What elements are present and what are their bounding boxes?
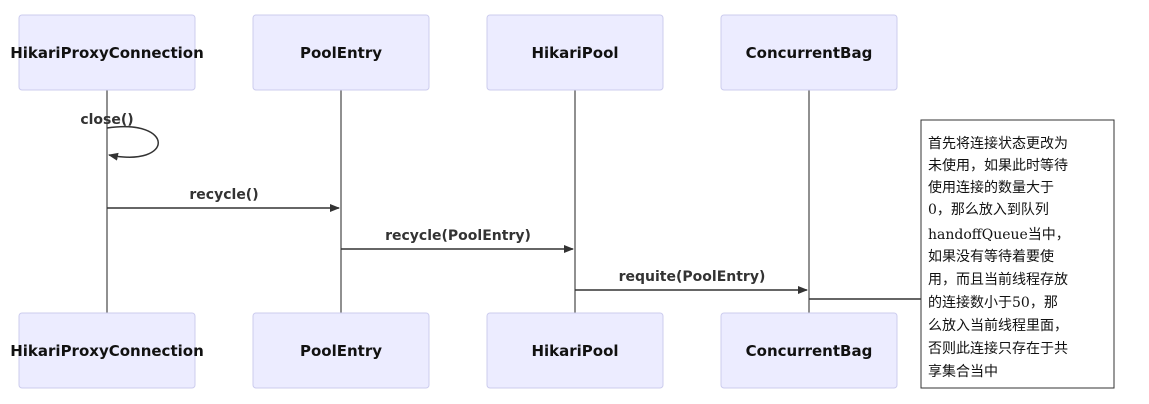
- note-line: 否则此连接只存在于共: [928, 340, 1068, 357]
- note-line: 么放入当前线程里面，: [928, 317, 1068, 334]
- participant-bottom-poolentry: PoolEntry: [252, 312, 430, 389]
- note-line: 使用连接的数量大于: [928, 179, 1054, 196]
- message-label: requite(PoolEntry): [619, 269, 766, 285]
- participant-top-concurrentbag: ConcurrentBag: [720, 14, 898, 91]
- participant-label: ConcurrentBag: [746, 44, 873, 62]
- participant-label: HikariProxyConnection: [10, 342, 204, 360]
- note-box: [920, 119, 1115, 389]
- message-label: recycle(PoolEntry): [385, 228, 531, 244]
- note-line: 用，而且当前线程存放: [928, 271, 1068, 288]
- participant-label: HikariProxyConnection: [10, 44, 204, 62]
- message-close: close(): [80, 112, 159, 161]
- note-line: 享集合当中: [928, 363, 998, 380]
- note-line: 0，那么放入到队列: [928, 202, 1049, 218]
- participant-top-poolentry: PoolEntry: [252, 14, 430, 91]
- note: 首先将连接状态更改为 未使用，如果此时等待 使用连接的数量大于 0，那么放入到队…: [809, 119, 1115, 389]
- participant-label: PoolEntry: [300, 342, 382, 360]
- participant-bottom-hikariproxyconnection: HikariProxyConnection: [10, 312, 204, 389]
- note-line: handoffQueue当中，: [928, 227, 1070, 243]
- participant-top-hikariproxyconnection: HikariProxyConnection: [10, 14, 204, 91]
- messages: close() recycle() recycle(PoolEntry) req…: [80, 112, 808, 294]
- message-recycle: recycle(): [107, 187, 340, 212]
- participants-top: HikariProxyConnection PoolEntry HikariPo…: [10, 14, 898, 91]
- participant-bottom-hikaripool: HikariPool: [486, 312, 664, 389]
- message-recycle-poolentry: recycle(PoolEntry): [341, 228, 574, 253]
- note-line: 的连接数小于50，那: [928, 294, 1058, 311]
- participant-label: HikariPool: [531, 342, 618, 360]
- note-line: 如果没有等待着要使: [928, 248, 1054, 265]
- participants-bottom: HikariProxyConnection PoolEntry HikariPo…: [10, 312, 898, 389]
- participant-label: PoolEntry: [300, 44, 382, 62]
- participant-bottom-concurrentbag: ConcurrentBag: [720, 312, 898, 389]
- note-line: 未使用，如果此时等待: [928, 157, 1068, 174]
- lifelines: [106, 90, 810, 313]
- note-line: 首先将连接状态更改为: [928, 135, 1068, 152]
- participant-label: HikariPool: [531, 44, 618, 62]
- participant-label: ConcurrentBag: [746, 342, 873, 360]
- message-label: recycle(): [189, 187, 258, 203]
- self-message-arrow: [106, 125, 159, 161]
- message-requite-poolentry: requite(PoolEntry): [575, 269, 808, 294]
- participant-top-hikaripool: HikariPool: [486, 14, 664, 91]
- message-label: close(): [80, 112, 133, 128]
